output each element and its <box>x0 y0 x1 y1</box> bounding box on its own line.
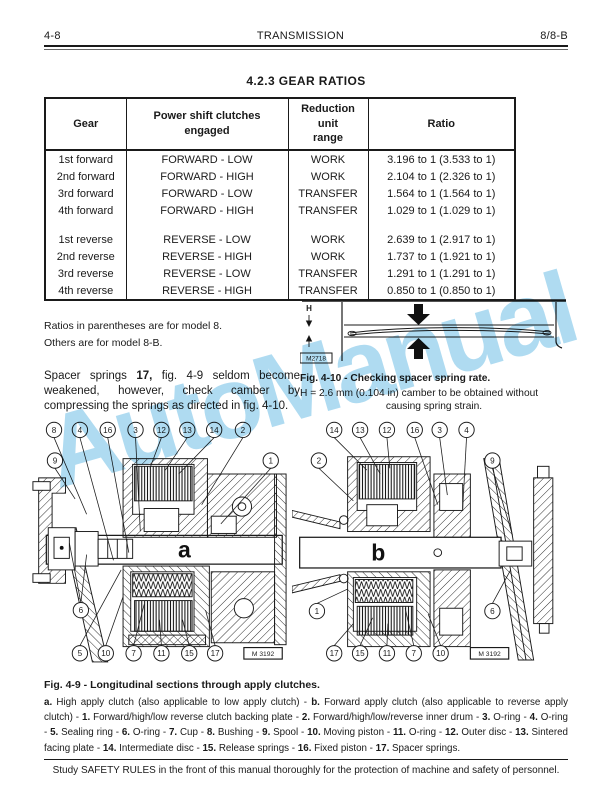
svg-text:3: 3 <box>133 426 138 435</box>
svg-text:16: 16 <box>103 426 113 435</box>
svg-text:12: 12 <box>157 426 167 435</box>
callouts-b <box>308 421 501 662</box>
notes-and-fig410-zone: Ratios in parentheses are for model 8. O… <box>44 299 568 414</box>
leader-lines-b <box>316 437 513 646</box>
svg-text:15: 15 <box>355 649 365 658</box>
fig-4-10-drawing: H M2718 <box>299 299 566 364</box>
svg-text:M2718: M2718 <box>306 356 326 363</box>
svg-text:13: 13 <box>183 426 193 435</box>
leader-lines-a <box>53 437 272 646</box>
figure-code-m2718: M2718 <box>299 352 333 364</box>
note-model-8: Ratios in parentheses are for model 8. <box>44 320 223 332</box>
svg-text:15: 15 <box>185 649 195 658</box>
svg-text:3: 3 <box>437 426 442 435</box>
model-code-right: 8/8-B <box>540 30 568 42</box>
col-header-gear: Gear <box>44 98 127 151</box>
header-rule-2 <box>44 49 568 50</box>
svg-text:17: 17 <box>211 649 221 658</box>
press-arrows <box>407 304 430 359</box>
svg-text:M 3192: M 3192 <box>252 651 275 658</box>
svg-text:1: 1 <box>314 607 319 616</box>
fig-4-10: H M2718 Fig. 4-10 - Checking spacer spri… <box>299 299 568 414</box>
svg-text:5: 5 <box>78 649 83 658</box>
h-dim-label: H <box>306 304 312 313</box>
col-header-ratio: Ratio <box>367 98 516 151</box>
svg-text:8: 8 <box>52 426 57 435</box>
fig-4-9: a <box>31 415 568 673</box>
callouts-a <box>45 421 279 662</box>
table-notes: Ratios in parentheses are for model 8. O… <box>44 301 568 349</box>
svg-text:1: 1 <box>268 456 273 465</box>
fig-4-9-diagram-a: a <box>32 421 287 663</box>
section-title: 4.2.3 GEAR RATIOS <box>246 74 366 88</box>
fig-4-10-note: H = 2.6 mm (0.104 in) camber to be obtai… <box>300 388 539 413</box>
spacer-springs-paragraph: Spacer springs 17, fig. 4-9 seldom becom… <box>44 370 300 413</box>
section-a-label: a <box>178 536 191 562</box>
table-group-gap <box>44 219 516 231</box>
fig-4-10-caption: Fig. 4-10 - Checking spacer spring rate. <box>300 373 491 384</box>
svg-text:14: 14 <box>329 426 339 435</box>
svg-text:17: 17 <box>329 649 339 658</box>
svg-text:2: 2 <box>241 426 246 435</box>
svg-text:12: 12 <box>382 426 392 435</box>
svg-text:13: 13 <box>355 426 365 435</box>
chapter-title: TRANSMISSION <box>256 30 345 42</box>
svg-text:4: 4 <box>78 426 83 435</box>
svg-text:4: 4 <box>464 426 469 435</box>
section-b-body <box>291 456 554 661</box>
fig-4-9-diagram-b: b <box>291 421 554 662</box>
fig-4-9-legend: a. High apply clutch (also applicable to… <box>44 697 569 754</box>
svg-text:14: 14 <box>210 426 220 435</box>
svg-text:7: 7 <box>411 649 416 658</box>
h-dimension <box>305 315 313 347</box>
safety-note: Study SAFETY RULES in the front of this … <box>52 765 560 776</box>
page-footer: Study SAFETY RULES in the front of this … <box>44 758 568 776</box>
note-model-8b: Others are for model 8-B. <box>44 337 163 349</box>
header-rule <box>44 45 568 47</box>
figure-code-b: M 3192 <box>469 646 510 660</box>
page-header: 4-8 TRANSMISSION 8/8-B <box>44 30 568 42</box>
svg-text:9: 9 <box>53 456 58 465</box>
svg-text:11: 11 <box>157 649 166 658</box>
section-b-label: b <box>371 539 385 565</box>
figure-code-a: M 3192 <box>243 646 283 660</box>
fig-4-9-caption: Fig. 4-9 - Longitudinal sections through… <box>44 679 320 691</box>
svg-text:2: 2 <box>316 456 321 465</box>
svg-text:16: 16 <box>410 426 420 435</box>
svg-text:6: 6 <box>79 606 84 615</box>
svg-text:9: 9 <box>490 456 495 465</box>
svg-text:10: 10 <box>101 649 111 658</box>
svg-text:10: 10 <box>436 649 446 658</box>
svg-text:7: 7 <box>131 649 136 658</box>
footer-rule <box>44 758 568 760</box>
page-number-left: 4-8 <box>44 30 61 42</box>
svg-text:6: 6 <box>490 607 495 616</box>
svg-text:M 3192: M 3192 <box>478 651 501 658</box>
section-a-body <box>32 458 287 663</box>
svg-text:11: 11 <box>383 649 392 658</box>
